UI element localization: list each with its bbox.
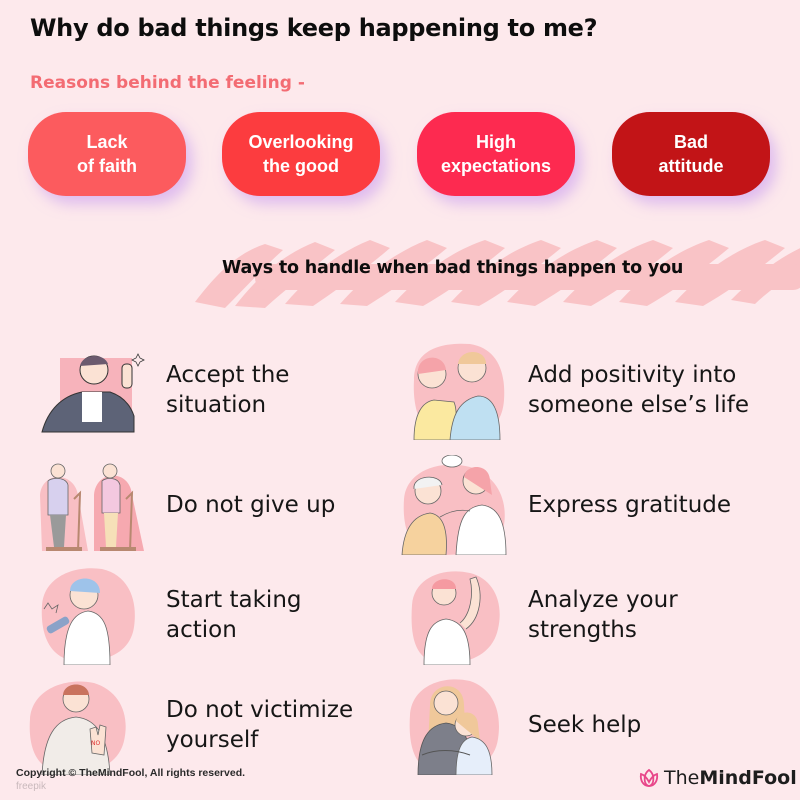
reason-pill-overlooking-the-good: Overlooking the good — [222, 112, 380, 196]
stop-hand-man-illustration-icon: NO — [20, 675, 158, 776]
image-credit: freepik — [16, 781, 47, 792]
reason-label: of faith — [77, 156, 137, 176]
svg-text:NO: NO — [91, 740, 100, 747]
tip-label: Accept the situation — [166, 362, 290, 418]
tip-label: Start taking action — [166, 587, 302, 643]
tip-label: Analyze your strengths — [528, 587, 678, 643]
reason-label: attitude — [658, 156, 724, 176]
page-title: Why do bad things keep happening to me? — [30, 14, 598, 42]
tip-label: Do not give up — [166, 492, 336, 518]
tip-accept-the-situation: Accept the situation — [38, 340, 289, 440]
tip-add-positivity: Add positivity into someone else’s life — [400, 340, 750, 441]
brand-suffix: MindFool — [699, 767, 797, 789]
treadmill-women-illustration-icon — [38, 455, 158, 555]
reasons-list: Lack of faith Overlooking the good High exp… — [0, 112, 800, 198]
brand-prefix: The — [664, 767, 700, 789]
thumbs-up-man-illustration-icon — [38, 340, 158, 440]
mother-child-hug-illustration-icon — [400, 675, 520, 776]
tip-seek-help: Seek help — [400, 675, 642, 776]
reason-pill-lack-of-faith: Lack of faith — [28, 112, 186, 196]
tip-label: Add positivity into someone else’s life — [528, 362, 750, 418]
brand-logo: TheMindFool — [638, 767, 797, 789]
reason-label: Overlooking — [248, 132, 354, 152]
dumbbell-man-illustration-icon — [38, 565, 158, 666]
tip-do-not-victimize-yourself: NO Do not victimize yourself — [20, 675, 354, 776]
ways-section-title: Ways to handle when bad things happen to… — [222, 258, 684, 278]
couple-hug-illustration-icon — [400, 340, 520, 441]
reason-label: High — [475, 132, 516, 152]
reason-pill-bad-attitude: Bad attitude — [612, 112, 770, 196]
flex-arm-illustration-icon — [400, 565, 520, 666]
reason-pill-high-expectations: High expectations — [417, 112, 575, 196]
tip-start-taking-action: Start taking action — [38, 565, 302, 666]
reasons-subtitle: Reasons behind the feeling - — [30, 73, 305, 93]
reason-label: the good — [263, 156, 339, 176]
reason-label: Bad — [673, 132, 708, 152]
tip-do-not-give-up: Do not give up — [38, 455, 335, 555]
tip-express-gratitude: Express gratitude — [400, 454, 732, 556]
lotus-icon — [639, 768, 659, 787]
tip-analyze-your-strengths: Analyze your strengths — [400, 565, 678, 666]
copyright-notice: Copyright © TheMindFool, All rights rese… — [16, 767, 246, 779]
reason-label: Lack — [86, 132, 128, 152]
tip-label: Do not victimize yourself — [166, 697, 354, 753]
reason-label: expectations — [440, 156, 552, 176]
tip-label: Express gratitude — [528, 492, 732, 518]
tip-label: Seek help — [528, 712, 642, 738]
brush-stroke-decoration — [195, 240, 800, 308]
volunteer-elder-illustration-icon — [400, 454, 520, 556]
